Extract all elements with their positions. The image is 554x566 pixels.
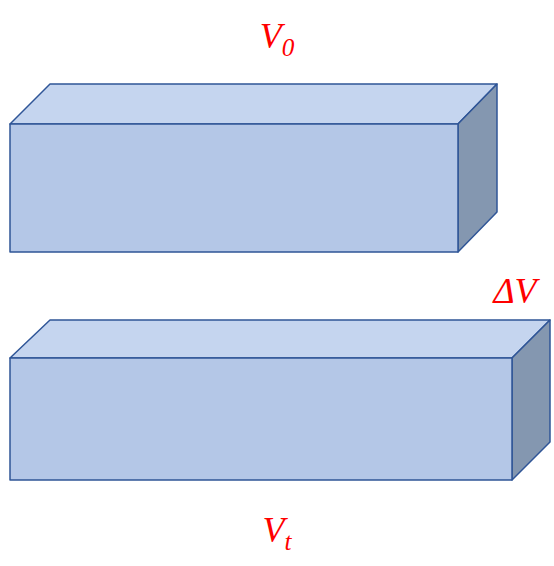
prism-top-face [10, 84, 497, 124]
prism-front-face [10, 358, 512, 480]
upper-prism [10, 84, 497, 252]
volume-label: Vt [263, 512, 292, 548]
volume-change-label: ΔV [493, 273, 536, 309]
volume-label: V0 [260, 18, 295, 54]
prism-side-face [512, 320, 550, 480]
lower-prism [10, 320, 550, 480]
prism-top-face [10, 320, 550, 358]
prism-front-face [10, 124, 458, 252]
prism-side-face [458, 84, 497, 252]
